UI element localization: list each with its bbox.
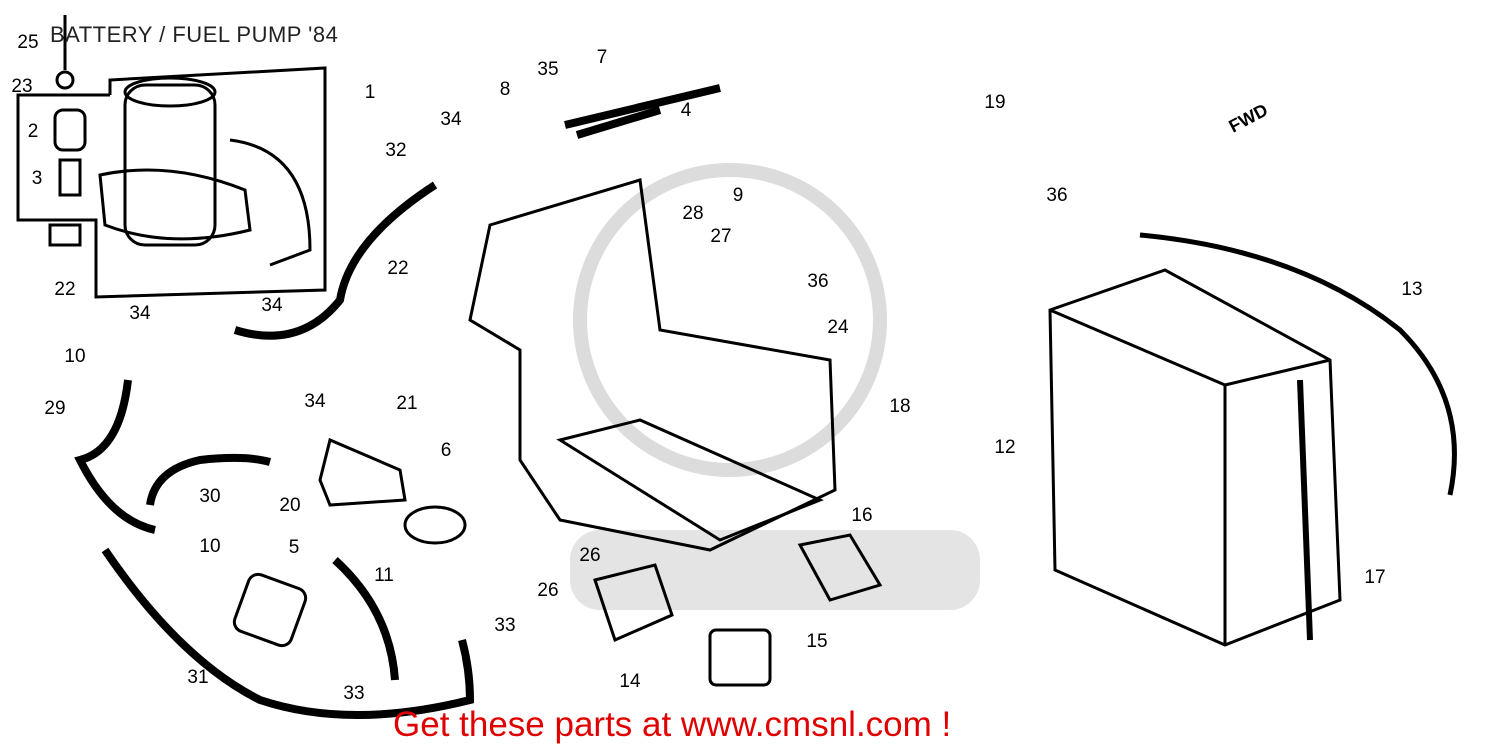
- callout-36b: 36: [807, 271, 829, 292]
- callout-32: 32: [385, 140, 407, 161]
- callout-23: 23: [11, 76, 33, 97]
- callout-22b: 22: [387, 258, 409, 279]
- small-parts: [48, 15, 87, 247]
- callout-15: 15: [806, 631, 828, 652]
- callout-2: 2: [27, 121, 39, 142]
- callout-6: 6: [440, 440, 452, 461]
- callout-18: 18: [889, 396, 911, 417]
- callout-34: 34: [440, 109, 462, 130]
- callout-20: 20: [279, 495, 301, 516]
- relays-and-filter: [232, 437, 883, 687]
- callout-19: 19: [984, 92, 1006, 113]
- callout-9: 9: [732, 185, 744, 206]
- callout-30: 30: [199, 486, 221, 507]
- callout-24: 24: [827, 317, 849, 338]
- callout-22: 22: [54, 279, 76, 300]
- hoses: [74, 84, 721, 719]
- callout-25: 25: [17, 32, 39, 53]
- callout-14: 14: [619, 671, 641, 692]
- callout-16: 16: [851, 505, 873, 526]
- fuel-pump-box: [16, 66, 327, 299]
- diagram-title: BATTERY / FUEL PUMP '84: [50, 22, 339, 47]
- callout-12: 12: [994, 437, 1016, 458]
- battery: [1048, 232, 1457, 647]
- callout-29: 29: [44, 398, 66, 419]
- callout-21: 21: [396, 393, 418, 414]
- callout-8: 8: [499, 79, 511, 100]
- callout-1: 1: [364, 82, 376, 103]
- callout-31: 31: [187, 667, 209, 688]
- battery-tray: [468, 178, 837, 552]
- watermark: [570, 163, 980, 610]
- callout-7: 7: [596, 47, 608, 68]
- footer-link-text[interactable]: Get these parts at www.cmsnl.com !: [393, 705, 952, 744]
- callout-17: 17: [1364, 567, 1386, 588]
- callout-26b: 26: [537, 580, 559, 601]
- callout-5: 5: [288, 537, 300, 558]
- callout-34d: 34: [304, 391, 326, 412]
- callout-33b: 33: [343, 683, 365, 704]
- callout-3: 3: [31, 168, 43, 189]
- callout-28: 28: [682, 203, 704, 224]
- callout-10: 10: [64, 346, 86, 367]
- callout-35: 35: [537, 59, 559, 80]
- callout-4: 4: [680, 100, 692, 121]
- callout-27: 27: [710, 226, 732, 247]
- callout-13: 13: [1401, 279, 1423, 300]
- callout-26: 26: [579, 545, 601, 566]
- callout-34b: 34: [129, 303, 151, 324]
- callout-11: 11: [374, 565, 394, 586]
- callout-33: 33: [494, 615, 516, 636]
- callout-10b: 10: [199, 536, 221, 557]
- callout-34c: 34: [261, 295, 283, 316]
- callout-36: 36: [1046, 185, 1068, 206]
